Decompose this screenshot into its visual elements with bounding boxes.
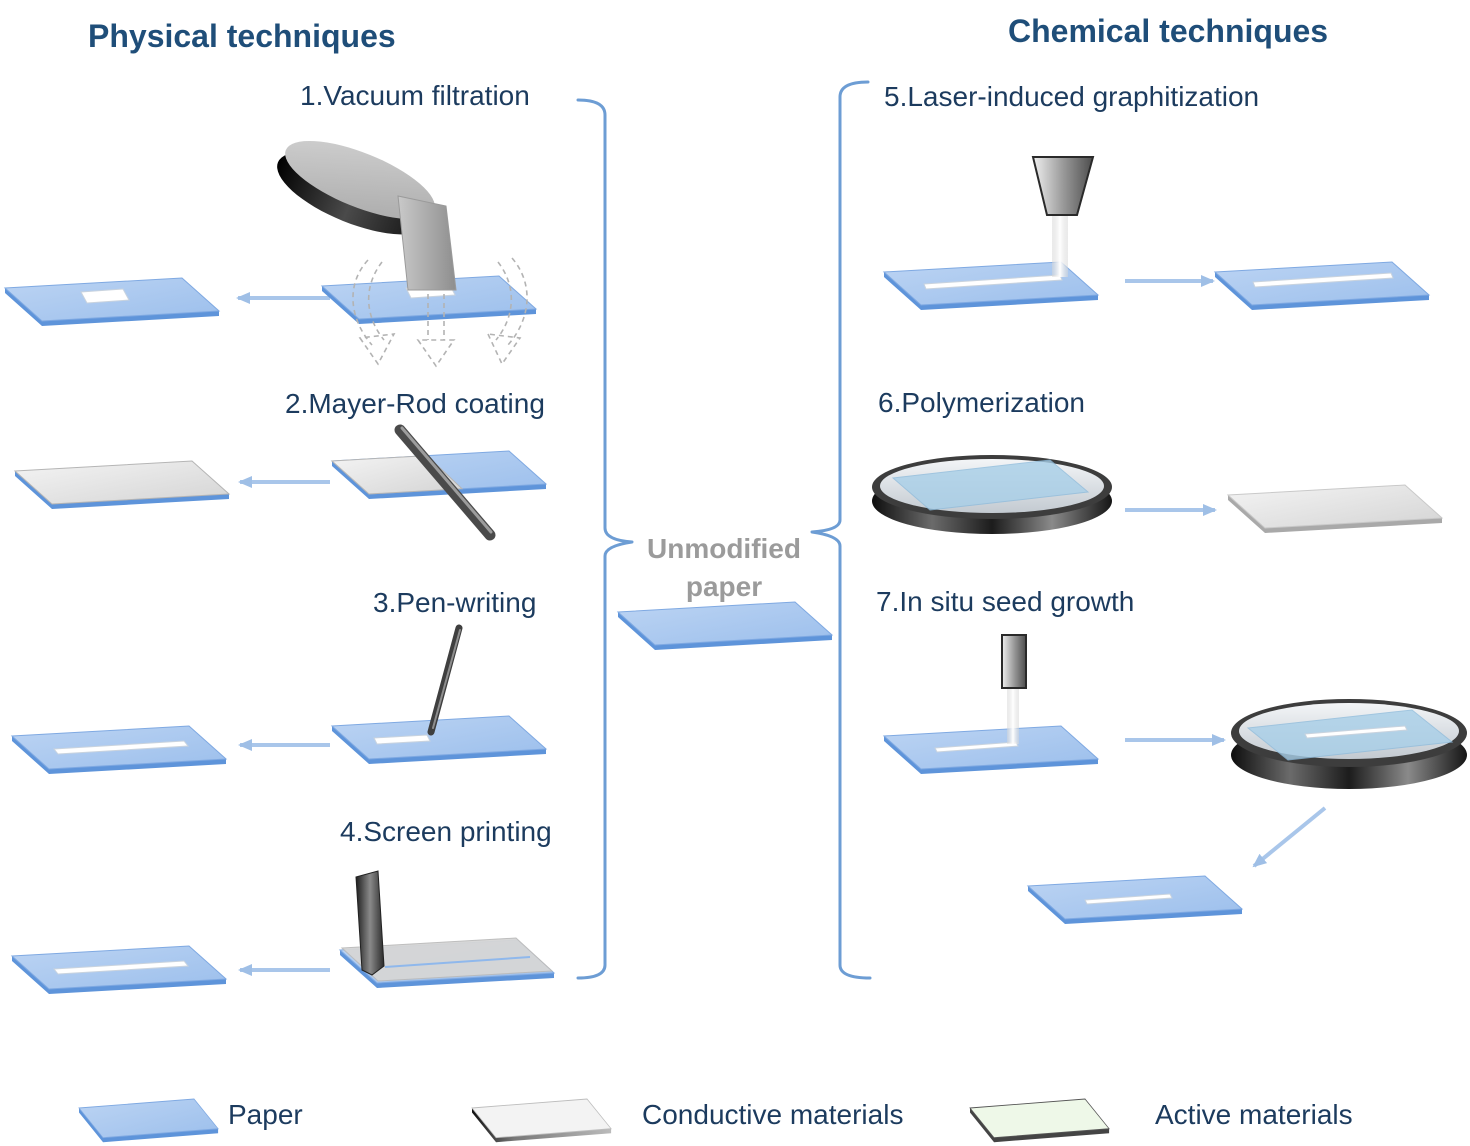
pen-writing-source-plate xyxy=(331,715,547,765)
left-bracket xyxy=(576,98,634,980)
squeegee-icon xyxy=(355,870,385,976)
mayer-rod-result-plate xyxy=(14,460,230,510)
technique-label-screen-printing: 4.Screen printing xyxy=(340,816,552,847)
technique-label-laser-induced-graphitization: 5.Laser-induced graphitization xyxy=(884,81,1259,112)
legend-active-swatch xyxy=(969,1098,1110,1143)
laser-result-plate xyxy=(1214,261,1430,311)
screen-printing-source-plate xyxy=(339,937,555,989)
seed-beam xyxy=(1007,688,1019,744)
arrow-seed-growth-result xyxy=(1252,806,1327,868)
right-bracket xyxy=(810,80,872,980)
screen-printing-result-plate xyxy=(11,945,227,995)
seed-growth-result-plate xyxy=(1027,875,1243,925)
laser-nozzle-icon xyxy=(1031,156,1095,216)
technique-label-pen-writing: 3.Pen-writing xyxy=(373,587,536,618)
legend-paper-swatch xyxy=(78,1098,219,1143)
center-label-line2: paper xyxy=(686,571,762,602)
seed-growth-source-plate xyxy=(883,725,1099,775)
filter-funnel-icon xyxy=(277,140,457,291)
polymerization-result-plate xyxy=(1227,484,1443,534)
physical-techniques-heading: Physical techniques xyxy=(88,18,396,54)
legend-active-label: Active materials xyxy=(1155,1099,1353,1130)
petri-dish-seed-growth-icon xyxy=(1231,699,1467,789)
chemical-techniques-heading: Chemical techniques xyxy=(1008,13,1328,49)
seed-nozzle-icon xyxy=(1001,634,1027,689)
center-label-line1: Unmodified xyxy=(647,533,801,564)
legend-paper-label: Paper xyxy=(228,1099,303,1130)
pen-writing-result-plate xyxy=(11,725,227,775)
legend-conductive-swatch xyxy=(471,1098,612,1143)
mayer-rod-icon xyxy=(394,424,496,541)
vacuum-filtration-result-plate xyxy=(4,277,220,327)
technique-label-polymerization: 6.Polymerization xyxy=(878,387,1085,418)
technique-label-vacuum-filtration: 1.Vacuum filtration xyxy=(300,80,530,111)
petri-dish-polymerization-icon xyxy=(872,455,1112,534)
technique-label-mayer-rod-coating: 2.Mayer-Rod coating xyxy=(285,388,545,419)
legend-conductive-label: Conductive materials xyxy=(642,1099,903,1130)
technique-label-in-situ-seed-growth: 7.In situ seed growth xyxy=(876,586,1134,617)
pen-icon xyxy=(427,624,463,736)
unmodified-paper-plate xyxy=(617,601,833,651)
laser-beam xyxy=(1052,215,1068,277)
laser-source-plate xyxy=(883,261,1099,311)
